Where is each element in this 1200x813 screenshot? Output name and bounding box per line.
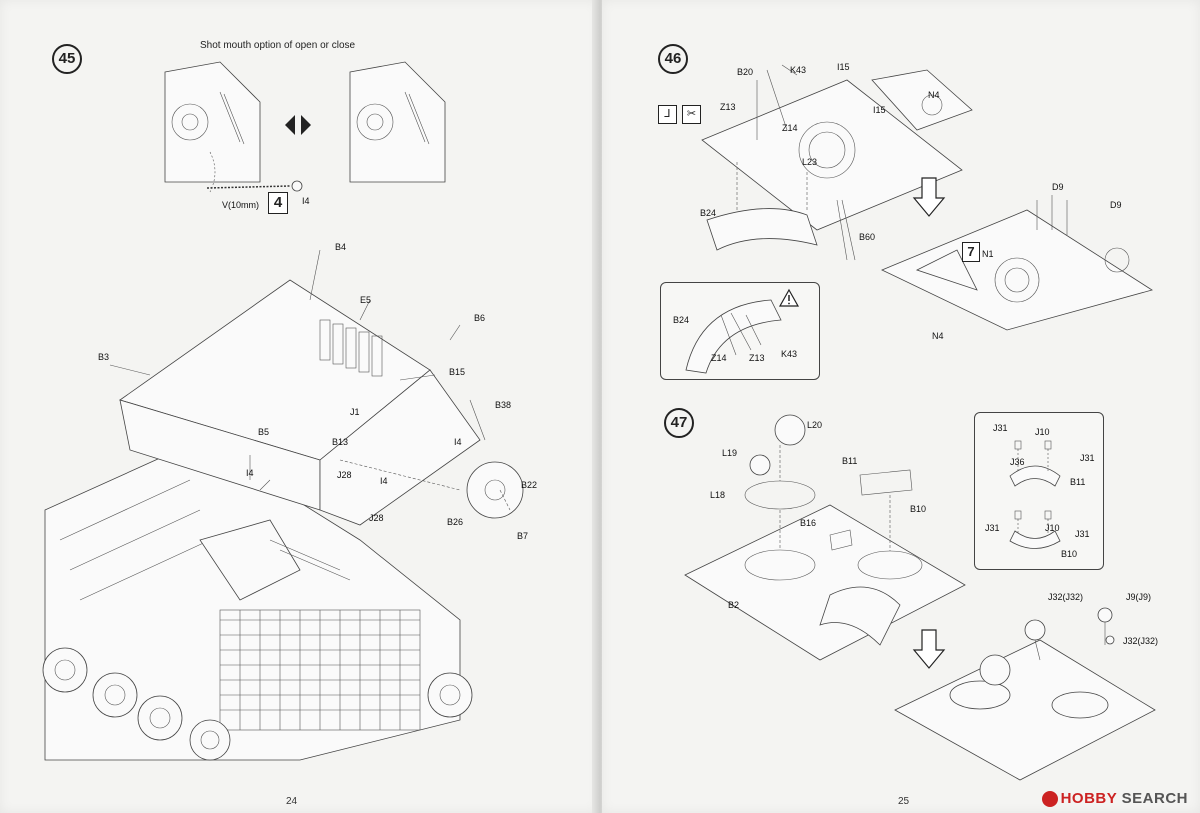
callout-label-b24: B24 <box>673 315 690 325</box>
step-46-upper-drawing <box>701 64 963 261</box>
callout-label-j10-a: J10 <box>1035 427 1050 437</box>
step-46-number: 46 <box>658 44 688 74</box>
chain-part-drawing <box>206 180 303 192</box>
step-46-callout: B24 Z14 Z13 K43 <box>660 282 820 380</box>
label-d9-a: D9 <box>1052 182 1064 192</box>
label-d9-b: D9 <box>1110 200 1122 210</box>
watermark-text: SEARCH <box>1121 789 1188 807</box>
label-i4-a: I4 <box>454 437 462 447</box>
callout-label-j36: J36 <box>1010 457 1025 467</box>
label-b5: B5 <box>258 427 270 437</box>
callout-label-j31-d: J31 <box>1075 529 1090 539</box>
badge-seven: 7 <box>967 244 975 259</box>
label-e5: E5 <box>360 295 372 305</box>
hobby-search-watermark: HOBBY SEARCH <box>1041 789 1188 807</box>
cap-label: I4 <box>302 196 310 206</box>
label-i15-a: I15 <box>837 62 850 72</box>
label-b22: B22 <box>521 480 538 490</box>
label-n4-bottom: N4 <box>932 331 944 341</box>
step-47-upper-drawing <box>684 414 966 661</box>
hatch-open-drawing <box>164 61 261 193</box>
glue-icon: ⅃ <box>658 105 677 124</box>
label-b2: B2 <box>728 600 740 610</box>
step-45-number: 45 <box>52 44 82 74</box>
hatch-closed-drawing <box>349 61 446 183</box>
label-z13: Z13 <box>720 102 736 112</box>
label-j28-a: J28 <box>337 470 352 480</box>
label-k43: K43 <box>790 65 807 75</box>
down-arrow-46 <box>912 177 946 217</box>
callout-47-drawing <box>1009 440 1061 549</box>
label-b6: B6 <box>474 313 486 323</box>
step-45-caption: Shot mouth option of open or close <box>200 40 356 51</box>
label-i15-b: I15 <box>873 105 886 115</box>
callout-label-k43: K43 <box>781 349 798 359</box>
callout-label-b11: B11 <box>1070 477 1086 487</box>
label-z14: Z14 <box>782 123 798 133</box>
parts-count-badge: 4 <box>268 192 288 214</box>
label-b13: B13 <box>332 437 349 447</box>
left-page: 45 Shot mouth option of open or close V(… <box>0 0 598 813</box>
step-45-assembly-drawing <box>42 249 524 761</box>
label-n4-top: N4 <box>928 90 940 100</box>
label-l23: L23 <box>802 157 818 167</box>
right-page: 46 ⅃ ✂ 7 B20 K43 I15 I15 N4 Z13 Z14 L23 … <box>602 0 1200 813</box>
badge-number: 4 <box>273 194 283 211</box>
label-l19: L19 <box>722 448 738 458</box>
hobby-search-logo-icon <box>1041 791 1058 807</box>
callout-label-j31-c: J31 <box>985 523 1000 533</box>
step-46-parts-badge: 7 <box>962 242 980 262</box>
label-b4: B4 <box>335 242 347 252</box>
warning-icon <box>778 288 800 307</box>
step-47-callout: J31 J10 J31 J36 B11 J31 J10 J31 B10 <box>974 412 1104 570</box>
label-b7: B7 <box>517 531 529 541</box>
label-b15: B15 <box>449 367 466 377</box>
label-n1: N1 <box>982 249 994 259</box>
callout-46-drawing <box>685 299 782 374</box>
label-b11: B11 <box>842 456 858 466</box>
label-j9: J9(J9) <box>1126 592 1152 602</box>
label-j1: J1 <box>350 407 360 417</box>
label-b3: B3 <box>98 352 110 362</box>
label-b16: B16 <box>800 518 817 528</box>
callout-label-z13: Z13 <box>749 353 765 363</box>
label-j32-b: J32(J32) <box>1123 636 1159 646</box>
callout-label-b10: B10 <box>1061 549 1078 559</box>
swap-arrows-icon <box>285 115 311 135</box>
callout-label-j31-b: J31 <box>1080 453 1095 463</box>
label-b24: B24 <box>700 208 717 218</box>
callout-label-j31-a: J31 <box>993 423 1008 433</box>
label-b38: B38 <box>495 400 512 410</box>
callout-label-j10-b: J10 <box>1045 523 1060 533</box>
step-46-lower-drawing <box>881 195 1153 331</box>
page-number-left: 24 <box>286 796 298 807</box>
down-arrow-47 <box>912 629 946 669</box>
label-l18: L18 <box>710 490 726 500</box>
label-b10: B10 <box>910 504 927 514</box>
callout-label-z14: Z14 <box>711 353 727 363</box>
label-l20: L20 <box>807 420 823 430</box>
label-b60: B60 <box>859 232 876 242</box>
watermark-brand: HOBBY <box>1060 789 1117 807</box>
cutter-icon: ✂ <box>682 105 701 124</box>
label-b26: B26 <box>447 517 464 527</box>
step-46-side-panel <box>871 69 973 131</box>
step-47-lower-drawing <box>894 607 1156 781</box>
label-i4-b: I4 <box>246 468 254 478</box>
label-j32-a: J32(J32) <box>1048 592 1084 602</box>
label-i4-c: I4 <box>380 476 388 486</box>
page-number-right: 25 <box>898 796 910 807</box>
chain-label: V(10mm) <box>222 200 260 210</box>
label-j28-b: J28 <box>369 513 384 523</box>
label-b20: B20 <box>737 67 754 77</box>
step-47-number: 47 <box>664 408 694 438</box>
